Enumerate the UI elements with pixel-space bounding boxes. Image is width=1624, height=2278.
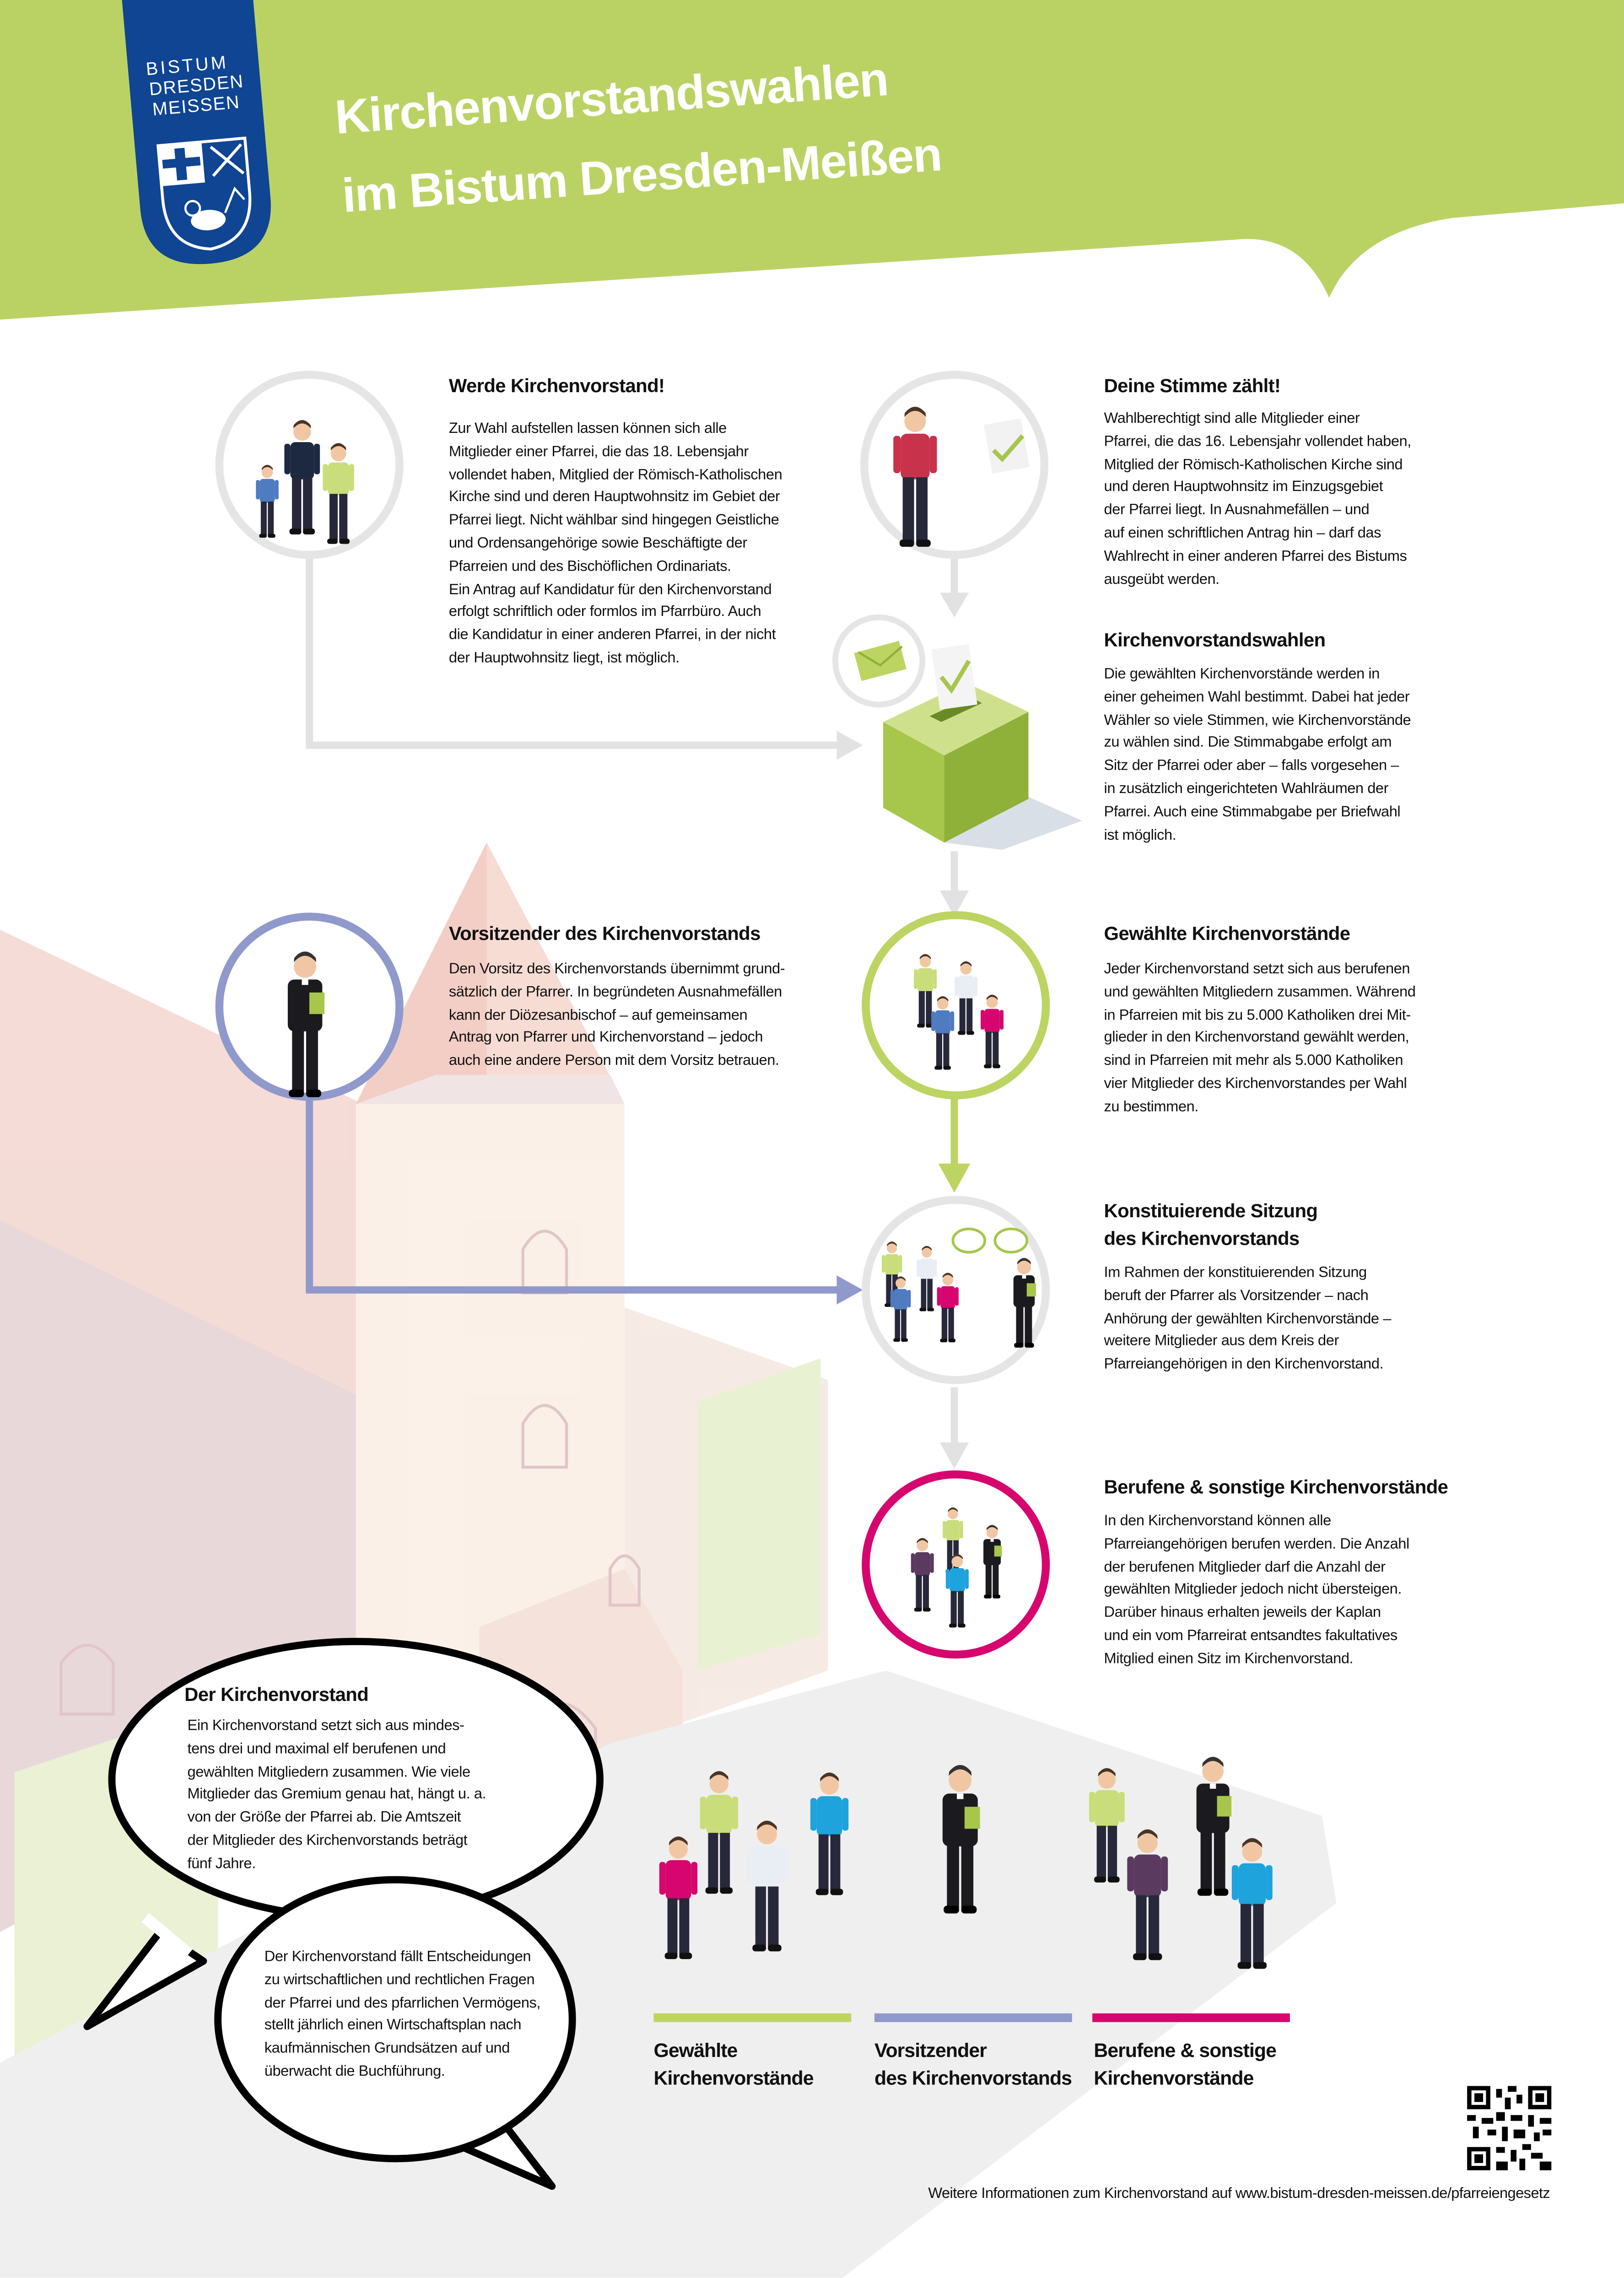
legend-bar-vorsitz [874,2013,1072,2022]
bubble-second-body: Der Kirchenvorstand fällt Entscheidungen… [264,1949,541,2080]
section-heading: Gewählte Kirchenvorstände [1104,922,1350,945]
section-body: Die gewählten Kirchenvorstände werden in… [1104,667,1411,843]
envelope-icon [832,614,926,707]
flow-connector-purple [306,1096,863,1305]
ballot-paper-icon [983,418,1030,474]
circle-gewaehlte [862,911,1050,1100]
legend-label-vorsitz: Vorsitzender des Kirchenvorstands [874,2039,1072,2089]
section-body: Zur Wahl aufstellen lassen können sich a… [448,421,782,667]
section-heading: Berufene & sonstige Kirchenvorstände [1104,1476,1448,1498]
logo-badge [120,0,271,265]
legend-bar-gewaehlte [653,2013,852,2022]
section-heading: Konstituierende Sitzung des Kirchenvorst… [1104,1200,1318,1249]
bubble-heading: Der Kirchenvorstand [184,1684,369,1706]
section-body: Den Vorsitz des Kirchenvorstands übernim… [448,961,785,1069]
footer-info-link[interactable]: Weitere Informationen zum Kirchenvorstan… [928,2186,1550,2202]
section-heading: Kirchenvorstandswahlen [1104,629,1326,651]
legend-label-berufene: Berufene & sonstige Kirchenvorstände [1094,2039,1277,2089]
section-body: Im Rahmen der konstituierenden Sitzung b… [1104,1265,1392,1373]
speech-bubble-icon [951,1227,1029,1254]
legend-label-gewaehlte: Gewählte Kirchenvorstände [653,2039,814,2089]
bubble-body: Ein Kirchenvorstand setzt sich aus minde… [187,1718,486,1873]
section-body: Wahlberechtigt sind alle Mitglieder eine… [1104,411,1412,588]
speech-bubble-second [214,1876,576,2190]
section-body: In den Kirchenvorstand können alle Pfarr… [1104,1513,1410,1668]
legend-bar-berufene [1092,2013,1290,2022]
qr-code-icon [1467,2086,1552,2170]
ballot-box-icon [883,644,1082,850]
section-body: Jeder Kirchenvorstand setzt sich aus ber… [1104,961,1416,1116]
section-heading: Deine Stimme zählt! [1104,374,1281,397]
section-heading: Vorsitzender des Kirchenvorstands [448,922,761,945]
down-arrow [938,555,971,1469]
checkmark-icon [931,644,977,710]
header-band [0,0,1624,320]
coat-of-arms-icon [156,136,252,251]
flow-connector-gray [306,555,863,760]
section-heading: Werde Kirchenvorstand! [448,374,665,397]
